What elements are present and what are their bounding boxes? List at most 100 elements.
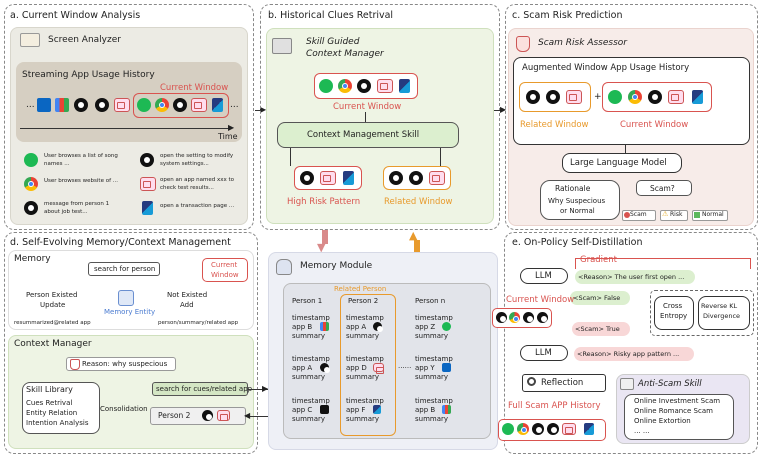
personn-header: Person n [415, 297, 446, 305]
legend-scam-app-icon [140, 177, 156, 191]
anti-scam-list [624, 394, 734, 440]
scam-app-icon [217, 410, 230, 421]
current-window-label-a: Current Window [160, 83, 229, 93]
current-window-label-c: Current Window [620, 120, 689, 130]
panel-b [260, 4, 500, 230]
memory-entity-icon [118, 290, 134, 306]
memory-module-title: Memory Module [300, 261, 373, 271]
anti-item-2: Online Romance Scam [634, 407, 713, 415]
pn-r2-sum: summary [415, 373, 449, 381]
paypal-icon [399, 79, 410, 93]
legend-text-4: open an app named xxx to check test resu… [160, 177, 235, 191]
not-existed-2: Add [180, 301, 194, 309]
whatsapp-icon [547, 423, 559, 435]
high-risk-label: High Risk Pattern [287, 197, 361, 207]
scam-app-icon [377, 79, 393, 93]
arrowhead-b-c: ▶ [500, 105, 507, 114]
plus-sign: + [594, 92, 602, 102]
search-cues-box [152, 382, 248, 396]
skill-library-box [22, 382, 100, 434]
p2-r3-app: app F [346, 406, 366, 414]
memory-table [283, 283, 491, 439]
existed-2: Update [40, 301, 66, 309]
whatsapp-icon [389, 171, 403, 185]
chrome-icon [517, 423, 529, 435]
reason-shield-icon [70, 359, 80, 370]
scam-app-icon [373, 363, 384, 374]
scam-true-label: <Scam> True [575, 325, 620, 333]
rationale-box [540, 180, 620, 220]
current-window-d-1: Current [211, 261, 238, 269]
reason-top-label: <Reason> The user first open ... [578, 273, 685, 281]
reason-label: Reason: why suspecious [82, 360, 168, 368]
dots-left: ... [26, 100, 35, 110]
skill-label: Context Management Skill [307, 130, 420, 140]
reason-bottom-box [574, 347, 694, 361]
p2-r3-ts: timestamp [346, 397, 384, 405]
linkedin-icon [37, 98, 51, 112]
legend-whatsapp-icon [24, 201, 38, 215]
person2-highlight [340, 294, 396, 436]
person2-label-d: Person 2 [158, 411, 191, 420]
arrowhead-a-b: ▶ [260, 105, 267, 114]
kl-box [698, 296, 750, 330]
skill-right-line [440, 148, 441, 166]
pn-r2-app: app Y [415, 364, 435, 372]
current-window-frame-e [492, 308, 552, 328]
whatsapp-icon [648, 90, 662, 104]
full-history-label: Full Scam APP History [508, 401, 601, 411]
whatsapp-icon [496, 312, 507, 323]
settings-gear-icon [532, 423, 544, 435]
down-arrowhead: ▼ [317, 241, 326, 254]
panel-d-title: d. Self-Evolving Memory/Context Manageme… [10, 237, 231, 248]
reason-top-box [575, 270, 695, 284]
p2-r1-sum: summary [346, 332, 380, 340]
gmail-icon [442, 405, 451, 414]
dots-right: ... [230, 100, 239, 110]
whatsapp-icon [74, 98, 88, 112]
arrowhead-mem-d: ◀ [244, 411, 251, 420]
pn-r3-app: app B [415, 406, 436, 414]
manager-title-2: Context Manager [306, 49, 384, 59]
pn-r2-ts: timestamp [415, 355, 453, 363]
context-manager-icon [272, 38, 292, 54]
p1-r1-sum: summary [292, 332, 326, 340]
p1-r1-ts: timestamp [292, 314, 330, 322]
whatsapp-icon [320, 363, 330, 373]
skill-library-title: Skill Library [26, 385, 73, 394]
panel-b-title: b. Historical Clues Retrival [268, 10, 394, 21]
legend-text-1: User browses a list of song names ... [44, 153, 118, 167]
tag-risk [660, 210, 688, 221]
llm-label-c: Large Language Model [570, 158, 667, 168]
p2-r1-app: app A [346, 323, 367, 331]
paypal-icon [373, 405, 381, 414]
legend-chrome-icon [24, 177, 38, 191]
check-icon [694, 212, 700, 218]
arrow-a-to-b [255, 110, 263, 111]
kl-2: Divergence [703, 312, 741, 320]
scam-true-box [572, 322, 630, 336]
spotify-icon [137, 98, 151, 112]
columns-ellipsis: ...... [398, 362, 412, 370]
current-window-box-d [202, 258, 248, 282]
search-cues-label: search for cues/related app [156, 385, 253, 393]
person1-header: Person 1 [292, 297, 323, 305]
anti-scam-icon [620, 378, 634, 390]
anti-item-1: Online Investment Scam [634, 397, 721, 405]
paypal-icon [692, 90, 703, 104]
scam-app-icon [429, 171, 445, 185]
time-arrowhead: ▶ [228, 123, 235, 132]
spotify-icon [319, 79, 333, 93]
whatsapp-icon [202, 410, 213, 421]
arrowhead-d-mem: ▶ [262, 384, 269, 393]
linkedin-icon [442, 363, 451, 372]
assessor-title: Scam Risk Assessor [538, 38, 627, 48]
consolidation-label: Consolidation [100, 405, 148, 413]
anti-item-3: Online Extortion [634, 417, 691, 425]
scam-q-box [636, 180, 692, 196]
whatsapp-icon [526, 90, 540, 104]
p2-r2-sum: summary [346, 373, 380, 381]
panel-e-title: e. On-Policy Self-Distillation [512, 237, 643, 248]
spotify-icon [608, 90, 622, 104]
llm-bottom-box [520, 345, 568, 361]
